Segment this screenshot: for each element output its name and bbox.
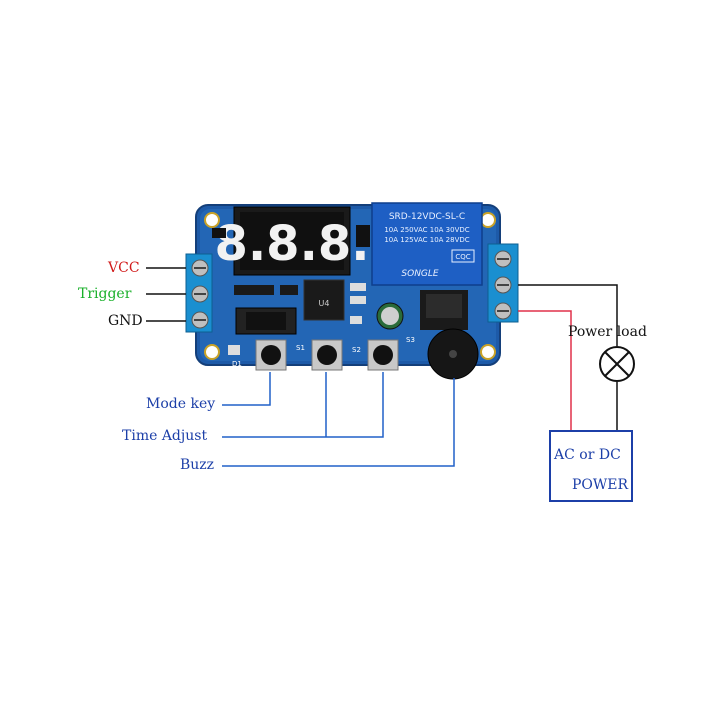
display-digits: 8.8.8. xyxy=(215,216,370,272)
buzz-label: Buzz xyxy=(180,457,215,473)
button-label-s2: S2 xyxy=(352,346,361,354)
button-label-s3: S3 xyxy=(406,336,415,344)
input-terminal-block xyxy=(185,253,213,333)
relay-model-text: SRD-12VDC-SL-C xyxy=(389,212,465,222)
mount-hole xyxy=(204,212,220,228)
time-adjust-label: Time Adjust xyxy=(122,428,208,444)
mount-hole xyxy=(480,344,496,360)
power-load-label: Power load xyxy=(568,324,647,340)
mount-hole xyxy=(480,212,496,228)
pcb-components: U4 xyxy=(212,225,468,335)
seven-segment-display: 8.8.8. xyxy=(215,206,370,276)
led-label-d1: D1 xyxy=(232,360,242,368)
relay-cert-mark: CQC xyxy=(455,253,470,261)
button-label-s1: S1 xyxy=(296,344,305,352)
supply-wire-red xyxy=(518,310,572,431)
load-wire-black xyxy=(518,284,618,346)
relay-rating-2: 10A 125VAC 10A 28VDC xyxy=(384,236,469,244)
lamp-symbol xyxy=(599,346,635,382)
buzz-callout xyxy=(222,378,455,467)
gnd-label: GND xyxy=(108,313,143,329)
mount-hole xyxy=(204,344,220,360)
push-buttons: S1 S2 S3 D1 xyxy=(228,336,415,371)
chip-label-u4: U4 xyxy=(319,299,330,308)
relay-brand-text: SONGLE xyxy=(401,269,439,279)
power-supply-line2: POWER xyxy=(572,477,629,493)
vcc-label: VCC xyxy=(108,260,140,276)
mode-key-callout xyxy=(222,372,271,406)
power-supply-box xyxy=(549,430,633,502)
output-terminal-block xyxy=(487,243,519,323)
power-supply-line1: AC or DC xyxy=(554,447,621,463)
relay: SRD-12VDC-SL-C 10A 250VAC 10A 30VDC 10A … xyxy=(371,202,483,286)
time-adjust-callout xyxy=(222,372,384,438)
mode-key-label: Mode key xyxy=(146,396,216,412)
trigger-label: Trigger xyxy=(78,286,132,302)
relay-rating-1: 10A 250VAC 10A 30VDC xyxy=(384,226,469,234)
buzzer xyxy=(427,328,479,380)
